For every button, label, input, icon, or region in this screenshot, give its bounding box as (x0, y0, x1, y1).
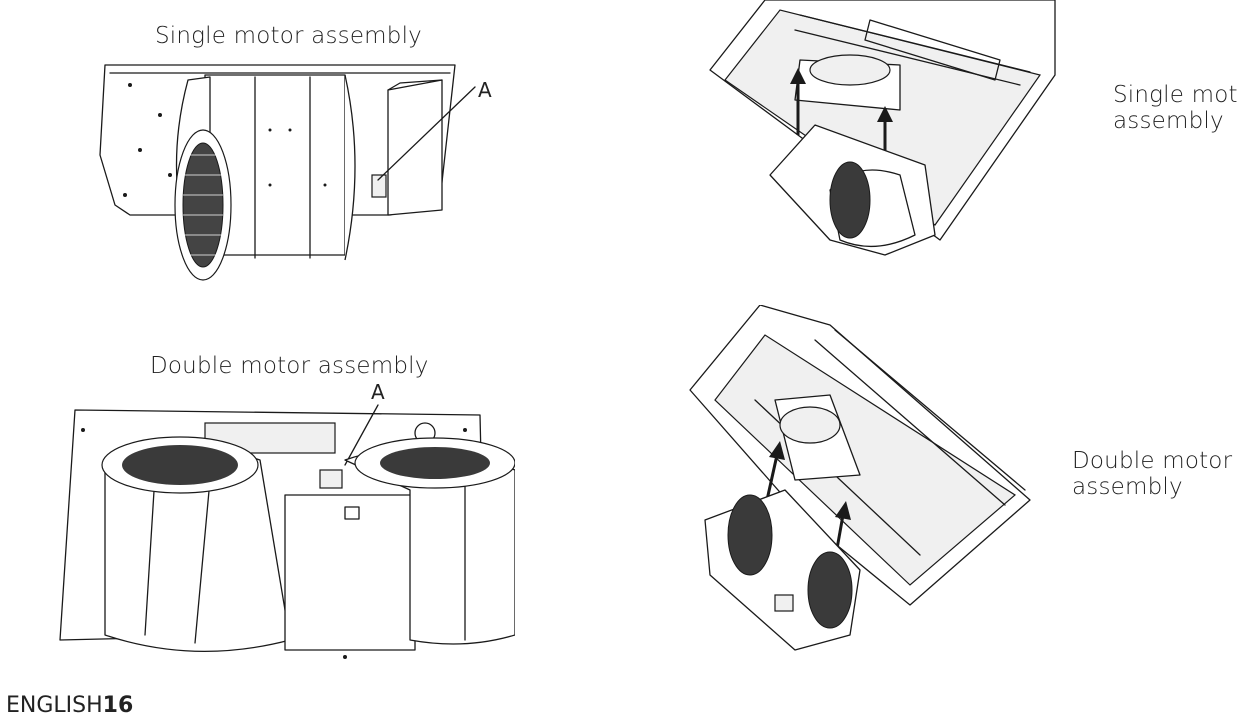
double-motor-side-label-line1: Double motor (1072, 448, 1233, 474)
page-footer: ENGLISH16 (6, 693, 133, 718)
double-motor-assembly-illustration (59, 404, 515, 659)
double-motor-caption: Double motor assembly (150, 353, 429, 379)
double-motor-hood-install-illustration (689, 305, 1031, 651)
page-number: 16 (102, 693, 134, 718)
single-motor-side-label-line1: Single mot (1113, 82, 1237, 108)
double-motor-side-label-line2: assembly (1072, 474, 1183, 500)
single-motor-side-label-line2: assembly (1113, 108, 1224, 134)
double-motor-callout-a: A (371, 380, 385, 404)
footer-language: ENGLISH (6, 693, 103, 718)
single-motor-callout-a: A (478, 78, 492, 102)
single-motor-assembly-illustration (99, 64, 476, 281)
single-motor-hood-install-illustration (709, 0, 1056, 256)
single-motor-caption: Single motor assembly (155, 23, 422, 49)
